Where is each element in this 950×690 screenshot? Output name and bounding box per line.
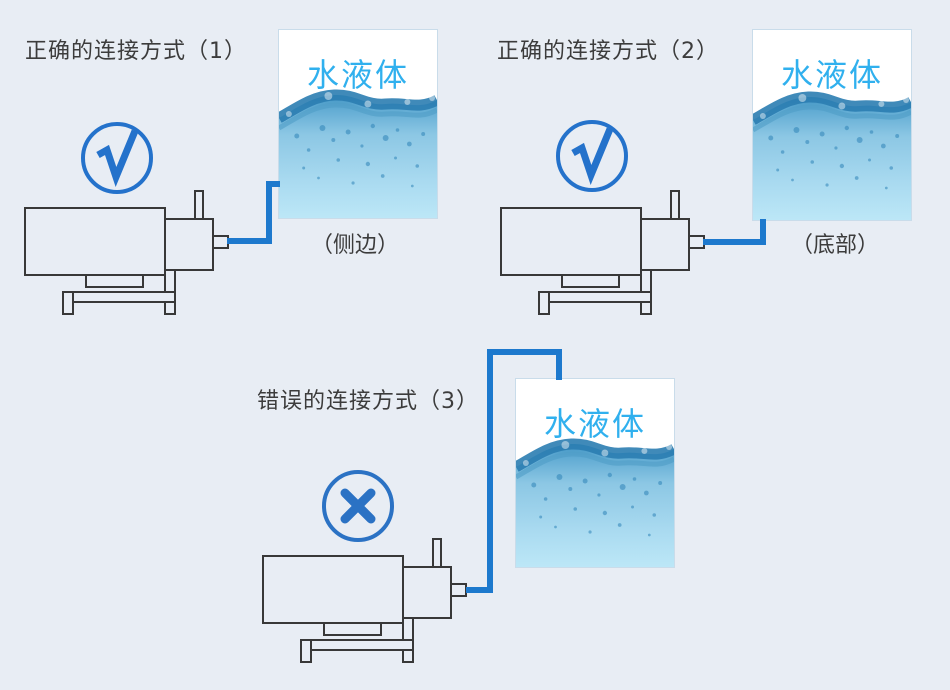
pump-illustration [24, 190, 229, 315]
water-illustration [279, 88, 437, 218]
water-tank: 水液体 [278, 29, 438, 219]
water-tank: 水液体 [752, 29, 912, 221]
water-tank-label: 水液体 [543, 405, 646, 443]
diagram-1-title: 正确的连接方式（1） [25, 39, 247, 64]
cross-icon [318, 466, 398, 546]
diagram-2-title: 正确的连接方式（2） [497, 39, 719, 64]
connection-point-label: （底部） [790, 233, 879, 258]
pump-illustration [500, 190, 705, 315]
water-tank-label: 水液体 [780, 56, 883, 94]
check-icon [77, 118, 157, 198]
connection-point-label: （侧边） [310, 233, 399, 258]
pipe-bottom-connection [703, 219, 766, 245]
water-tank-label: 水液体 [306, 56, 409, 94]
check-icon [552, 116, 632, 196]
pump-illustration [262, 538, 467, 663]
water-illustration [753, 90, 911, 220]
water-illustration [516, 437, 674, 567]
pipe-side-connection [227, 181, 280, 244]
water-tank: 水液体 [515, 378, 675, 568]
diagram-3-title: 错误的连接方式（3） [257, 389, 479, 414]
